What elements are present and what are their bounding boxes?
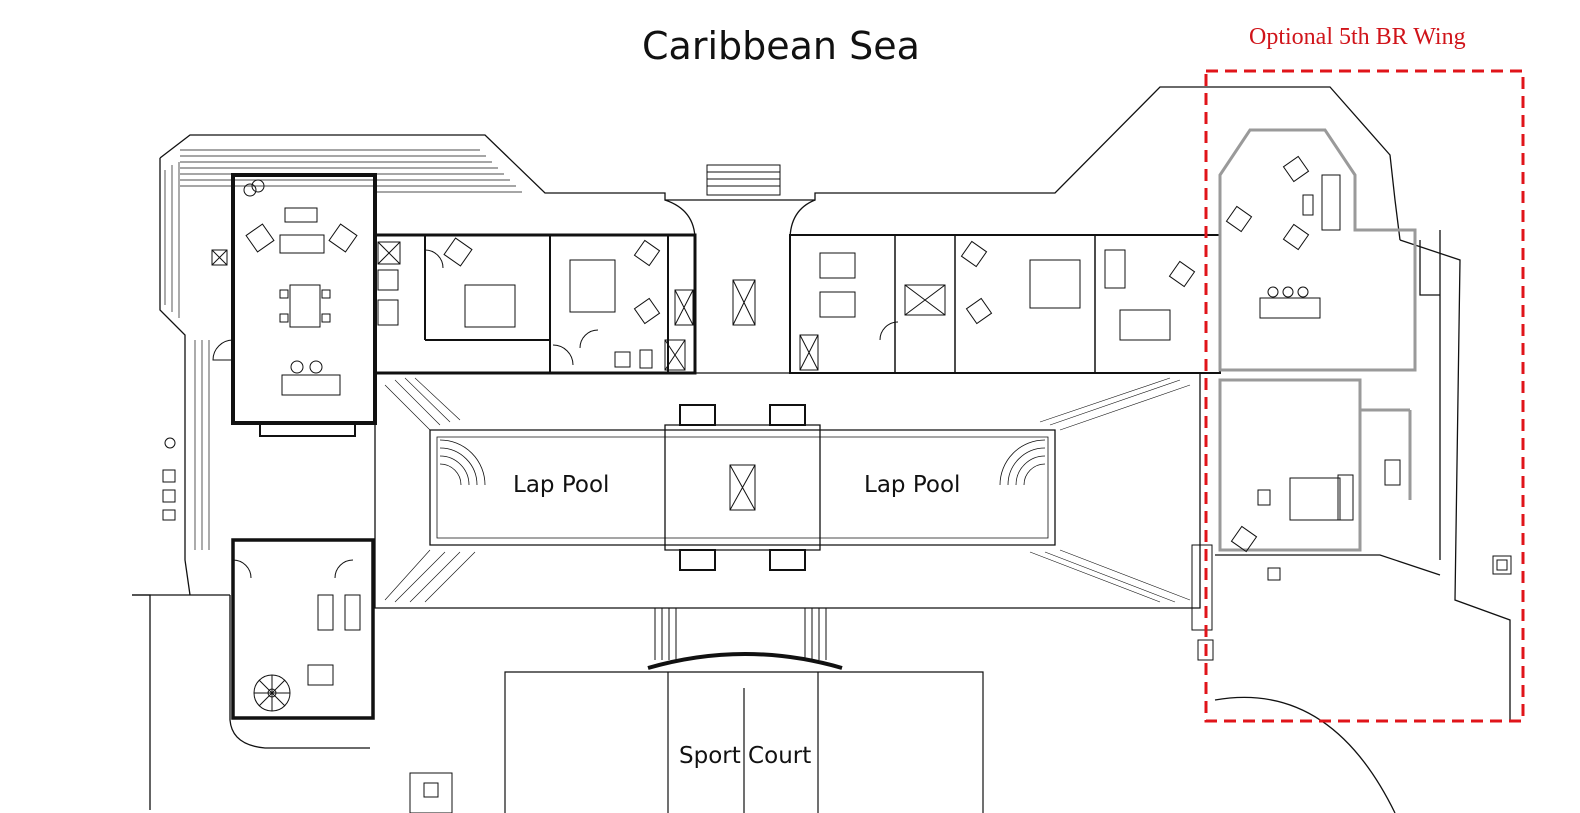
lap-pool-left-label: Lap Pool: [513, 472, 610, 498]
court-steps: [648, 608, 842, 668]
site-outline: [132, 87, 1510, 813]
optional-wing-furniture: [1192, 156, 1511, 660]
optional-wing-boundary: [1206, 71, 1523, 721]
terrace-hatching: [385, 378, 1190, 602]
bedroom-block-right: [790, 235, 1220, 373]
optional-wing-label: Optional 5th BR Wing: [1249, 24, 1466, 50]
pool-terrace: [375, 373, 1200, 608]
central-walk: [665, 165, 815, 373]
bedroom-block-left: [375, 235, 695, 373]
deck-hatching-left: [165, 150, 522, 550]
sport-court-label: Sport Court: [679, 743, 812, 769]
side-features: [163, 438, 175, 520]
lower-pavilion: [233, 540, 373, 718]
sea-label: Caribbean Sea: [642, 24, 920, 68]
optional-wing: [1220, 130, 1415, 550]
sport-court: [410, 672, 983, 813]
living-pavilion: [212, 175, 375, 436]
lap-pool-right-label: Lap Pool: [864, 472, 961, 498]
